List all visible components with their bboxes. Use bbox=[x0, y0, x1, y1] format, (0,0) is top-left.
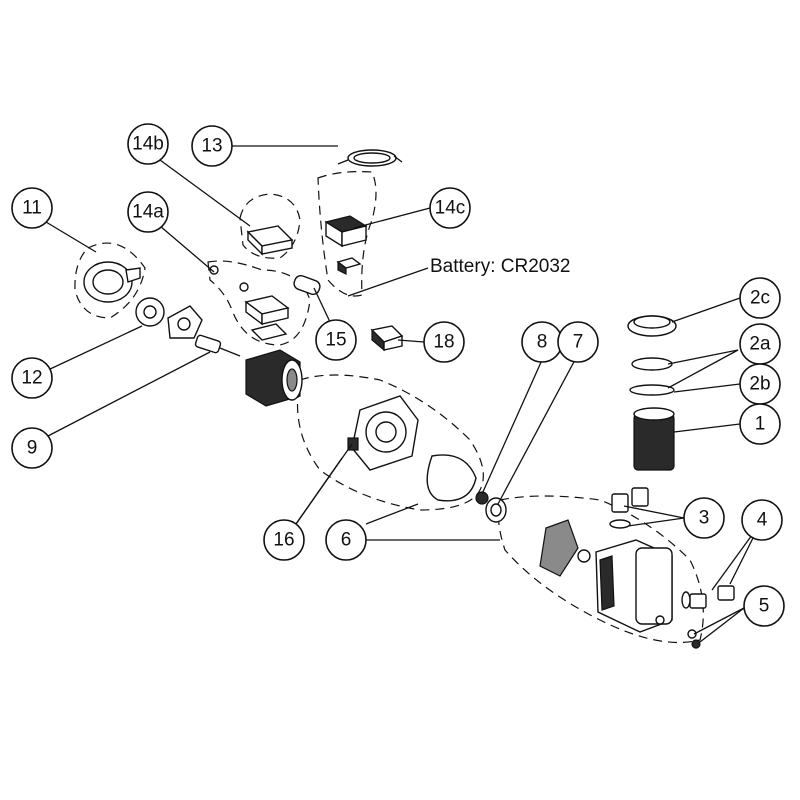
power-cable-part bbox=[337, 149, 403, 167]
callout-6-label: 6 bbox=[341, 530, 352, 551]
callout-4-label: 4 bbox=[757, 510, 768, 531]
callout-13: 13 bbox=[191, 125, 233, 167]
callout-8: 8 bbox=[521, 321, 563, 363]
lid-2a-part bbox=[631, 357, 673, 371]
motor-shaft-9-part bbox=[194, 334, 241, 357]
strainer-basket-1-part bbox=[633, 407, 675, 471]
callout-15: 15 bbox=[315, 319, 357, 361]
callout-14c-label: 14c bbox=[435, 198, 466, 219]
callout-2c-label: 2c bbox=[750, 288, 770, 309]
callout-14b: 14b bbox=[127, 123, 169, 165]
callout-12-label: 12 bbox=[21, 368, 42, 389]
motor-housing-part bbox=[347, 395, 477, 502]
drive-module-14a-part bbox=[209, 265, 290, 341]
callout-14a: 14a bbox=[127, 191, 169, 233]
callout-15-label: 15 bbox=[325, 330, 346, 351]
callout-5-label: 5 bbox=[759, 596, 770, 617]
callout-14a-label: 14a bbox=[132, 202, 164, 223]
lid-ring-2c-part bbox=[627, 315, 677, 337]
callout-9-label: 9 bbox=[27, 438, 38, 459]
callout-11-label: 11 bbox=[22, 198, 42, 219]
fan-cover-11-part bbox=[83, 261, 141, 303]
fan-12-part bbox=[135, 297, 165, 327]
callout-3: 3 bbox=[683, 497, 725, 539]
callout-2b-label: 2b bbox=[749, 374, 770, 395]
callout-14b-label: 14b bbox=[132, 134, 164, 155]
callout-2a: 2a bbox=[739, 323, 781, 365]
callout-2a-label: 2a bbox=[749, 334, 771, 355]
rear-bracket-part bbox=[167, 305, 203, 339]
diffuser-part bbox=[539, 519, 591, 577]
callout-8-label: 8 bbox=[537, 332, 548, 353]
impeller-7-part bbox=[485, 497, 507, 523]
callout-7-label: 7 bbox=[573, 332, 584, 353]
union-3-part bbox=[609, 487, 649, 529]
controller-board-14c-part bbox=[324, 215, 368, 275]
callout-13-label: 13 bbox=[201, 136, 222, 157]
battery-note: Battery: CR2032 bbox=[430, 256, 570, 277]
switch-18-part bbox=[370, 325, 404, 352]
leader-lines bbox=[45, 145, 761, 643]
o-ring-2b-part bbox=[629, 384, 675, 396]
callout-12: 12 bbox=[11, 357, 53, 399]
callout-2c: 2c bbox=[739, 277, 781, 319]
callout-2b: 2b bbox=[739, 363, 781, 405]
callout-11: 11 bbox=[11, 187, 53, 229]
callout-9: 9 bbox=[11, 427, 53, 469]
callout-18: 18 bbox=[423, 321, 465, 363]
union-4-part bbox=[681, 585, 735, 609]
drain-plug-5-part bbox=[687, 629, 701, 649]
capacitor-15-part bbox=[293, 274, 321, 296]
callout-16-label: 16 bbox=[273, 530, 294, 551]
callout-4: 4 bbox=[741, 499, 783, 541]
seal-8-part bbox=[475, 491, 489, 505]
controller-board-14b-part bbox=[246, 225, 294, 256]
pump-body-part bbox=[595, 539, 673, 633]
callout-3-label: 3 bbox=[699, 508, 710, 529]
callout-16: 16 bbox=[263, 519, 305, 561]
callout-18-label: 18 bbox=[433, 332, 454, 353]
callout-1-label: 1 bbox=[755, 414, 766, 435]
callout-7: 7 bbox=[557, 321, 599, 363]
callout-5: 5 bbox=[743, 585, 785, 627]
callout-1: 1 bbox=[739, 403, 781, 445]
group-outlines bbox=[74, 171, 704, 644]
motor-part bbox=[245, 349, 303, 407]
callout-14c: 14c bbox=[429, 187, 471, 229]
callout-6: 6 bbox=[325, 519, 367, 561]
